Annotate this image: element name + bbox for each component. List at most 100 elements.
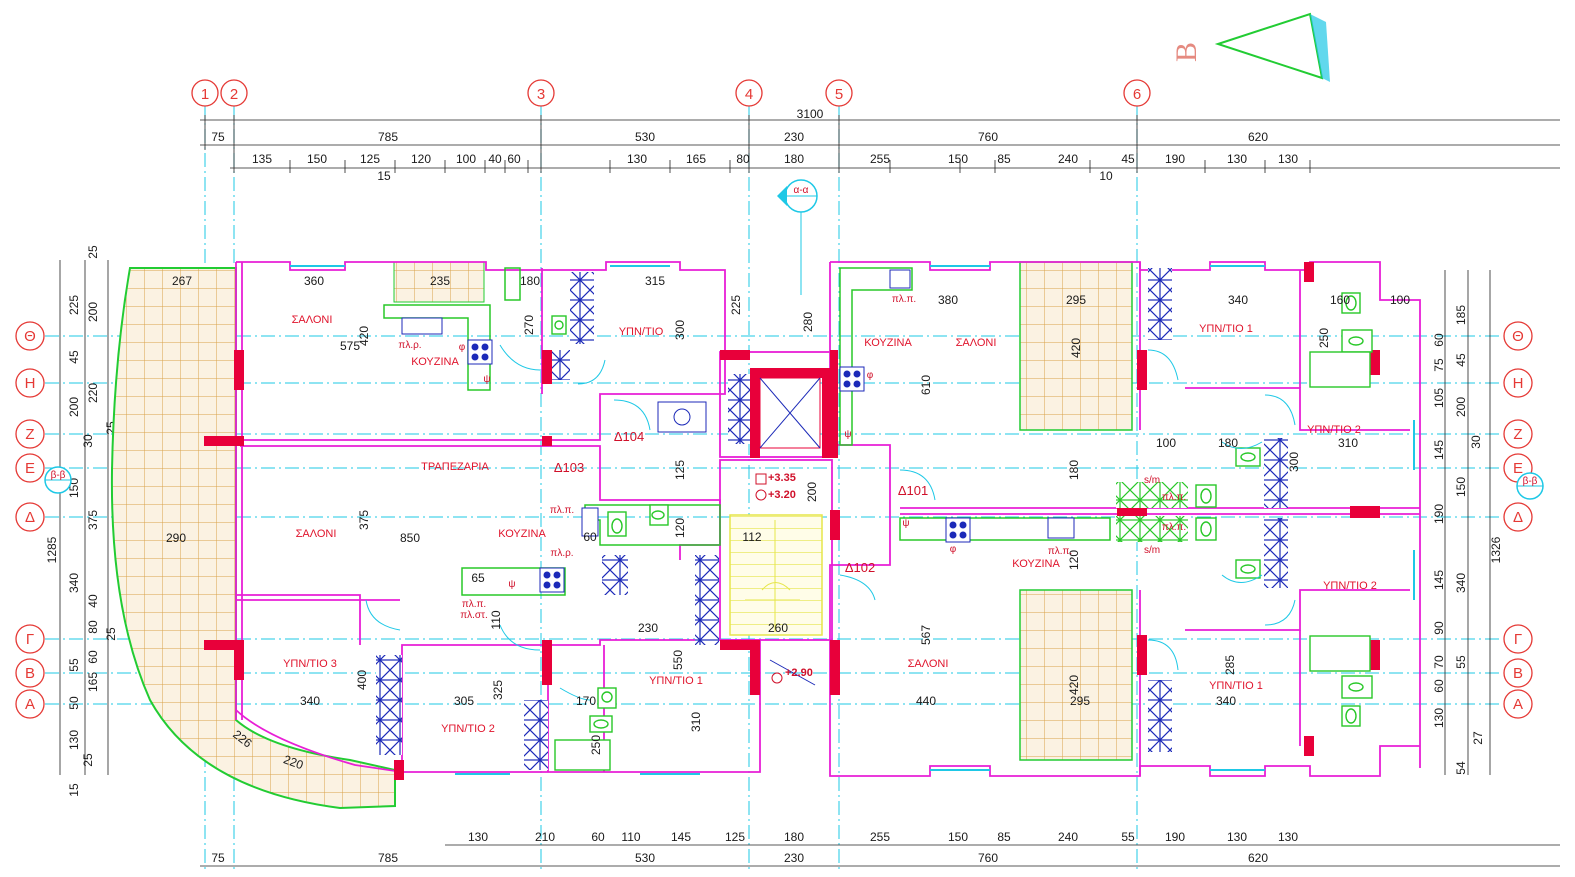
left-dim-16: 55: [67, 658, 81, 672]
inner-dim-50: 250: [1317, 328, 1331, 348]
inner-dim-27: 65: [471, 571, 485, 585]
inner-dim-37: 310: [689, 712, 703, 732]
top-dim-2-7: 130: [627, 152, 647, 166]
left-dim-20: 25: [81, 753, 95, 767]
left-dim-10: 1285: [45, 536, 59, 563]
right-dim-6: 145: [1432, 440, 1446, 460]
left-dim-21: 15: [67, 783, 81, 797]
inner-dim-32: 305: [454, 694, 474, 708]
inner-dim-38: 550: [671, 650, 685, 670]
bottom-dim-2-0: 75: [211, 851, 225, 865]
grid-column-labels: [191, 79, 1151, 107]
grid-row-beta-left: Β: [25, 665, 35, 682]
right-dim-9: 190: [1432, 504, 1446, 524]
right-dim-15: 55: [1454, 655, 1468, 669]
inner-dim-26: 60: [583, 530, 597, 544]
label-plp-sw: πλ.π.: [462, 599, 486, 610]
inner-dim-23: 375: [357, 510, 371, 530]
left-dim-15: 60: [86, 650, 100, 664]
top-dim-2-17: 130: [1227, 152, 1247, 166]
grid-col-6: 6: [1133, 86, 1141, 103]
left-dim-1: 225: [67, 295, 81, 315]
bottom-dim-1-0: 130: [468, 830, 488, 844]
level-3-35: +3.35: [768, 472, 796, 484]
top-dim-1-0: 75: [211, 130, 225, 144]
room-saloni-nw: ΣΑΛΟΝΙ: [292, 314, 333, 326]
room-kouzina-nw: ΚΟΥΖΙΝΑ: [411, 356, 459, 368]
apartment-code-d104: Δ104: [614, 429, 644, 444]
bottom-dim-1-4: 145: [671, 830, 691, 844]
grid-col-2: 2: [230, 86, 238, 103]
left-dim-19: 130: [67, 730, 81, 750]
left-dim-13: 80: [86, 620, 100, 634]
level-markers: [755, 473, 816, 686]
left-dim-4: 220: [86, 383, 100, 403]
bottom-dim-2-4: 760: [978, 851, 998, 865]
bottom-dim-1-5: 125: [725, 830, 745, 844]
left-dim-5: 200: [67, 397, 81, 417]
bottom-dim-2-1: 785: [378, 851, 398, 865]
grid-row-theta-right: Θ: [1512, 328, 1524, 345]
label-psi-ne: ψ: [844, 429, 851, 440]
bottom-dim-1-13: 130: [1227, 830, 1247, 844]
stovetops: [467, 339, 971, 593]
grid-row-zeta-left: Ζ: [25, 426, 34, 443]
top-dim-2-14: 240: [1058, 152, 1078, 166]
left-dim-3: 45: [67, 350, 81, 364]
section-marker-beta-left-icon: [44, 466, 72, 494]
right-dim-0: 185: [1454, 305, 1468, 325]
bottom-dim-1-8: 150: [948, 830, 968, 844]
bottom-dim-1-14: 130: [1278, 830, 1298, 844]
apartment-code-d103: Δ103: [554, 460, 584, 475]
bottom-dim-1-12: 190: [1165, 830, 1185, 844]
top-dim-1-1: 785: [378, 130, 398, 144]
bottom-dim-1-3: 110: [621, 830, 640, 844]
room-saloni-sw: ΣΑΛΟΝΙ: [296, 528, 337, 540]
section-label-alpha: α-α: [794, 185, 809, 196]
inner-dimensions: 267 360 235 180 315 575 420 270 300 225 …: [166, 274, 1410, 772]
inner-dim-36: 250: [589, 735, 603, 755]
room-ypnodomatio1-se: ΥΠΝ/ΤΙΟ 1: [1209, 680, 1263, 692]
grid-row-delta-right: Δ: [1513, 509, 1523, 526]
apartment-code-d101: Δ101: [898, 483, 928, 498]
inner-dim-48: 310: [1338, 436, 1358, 450]
top-dim-2-2: 125: [360, 152, 380, 166]
bottom-dim-2-5: 620: [1248, 851, 1268, 865]
room-saloni-ne: ΣΑΛΟΝΙ: [956, 337, 997, 349]
grid-row-gamma-right: Γ: [1514, 631, 1522, 648]
inner-dim-29: 230: [638, 621, 658, 635]
grid-row-gamma-left: Γ: [26, 631, 34, 648]
right-dim-19: 54: [1454, 761, 1468, 775]
label-psi-sw: ψ: [508, 579, 515, 590]
label-phi-nw: φ: [459, 342, 466, 353]
inner-dim-20: 200: [805, 482, 819, 502]
structural-columns: [204, 262, 1380, 780]
dimension-lines: [59, 119, 1560, 867]
top-dim-2-13: 85: [997, 152, 1011, 166]
top-dim-1-2: 530: [635, 130, 655, 144]
inner-dim-11: 380: [938, 293, 958, 307]
label-plp-ne: πλ.π.: [892, 294, 916, 305]
right-dim-2: 45: [1454, 353, 1468, 367]
top-dim-2-4: 100: [456, 152, 476, 166]
grid-col-3: 3: [537, 86, 545, 103]
inner-dim-1: 360: [304, 274, 324, 288]
inner-dim-41: 420: [1067, 675, 1081, 695]
bottom-dim-1-9: 85: [997, 830, 1011, 844]
windows: [290, 265, 1415, 775]
grid-row-theta-left: Θ: [24, 328, 36, 345]
orientation-letter: B: [1170, 42, 1203, 62]
room-ypnodomatio1-ne: ΥΠΝ/ΤΙΟ 1: [1199, 323, 1253, 335]
left-dim-12: 40: [86, 594, 100, 608]
top-dim-2-10: 180: [784, 152, 804, 166]
room-kouzina-sw: ΚΟΥΖΙΝΑ: [498, 528, 546, 540]
top-dim-small-1: 10: [1099, 169, 1113, 183]
bottom-dim-2-2: 530: [635, 851, 655, 865]
balcony-north-east: [1019, 261, 1133, 431]
label-plp-e1: πλ.π.: [1162, 492, 1186, 503]
grid-col-4: 4: [745, 86, 753, 103]
room-saloni-se: ΣΑΛΟΝΙ: [908, 658, 949, 670]
grid-row-epsilon-left: Ε: [25, 460, 35, 477]
inner-dim-22: 850: [400, 531, 420, 545]
